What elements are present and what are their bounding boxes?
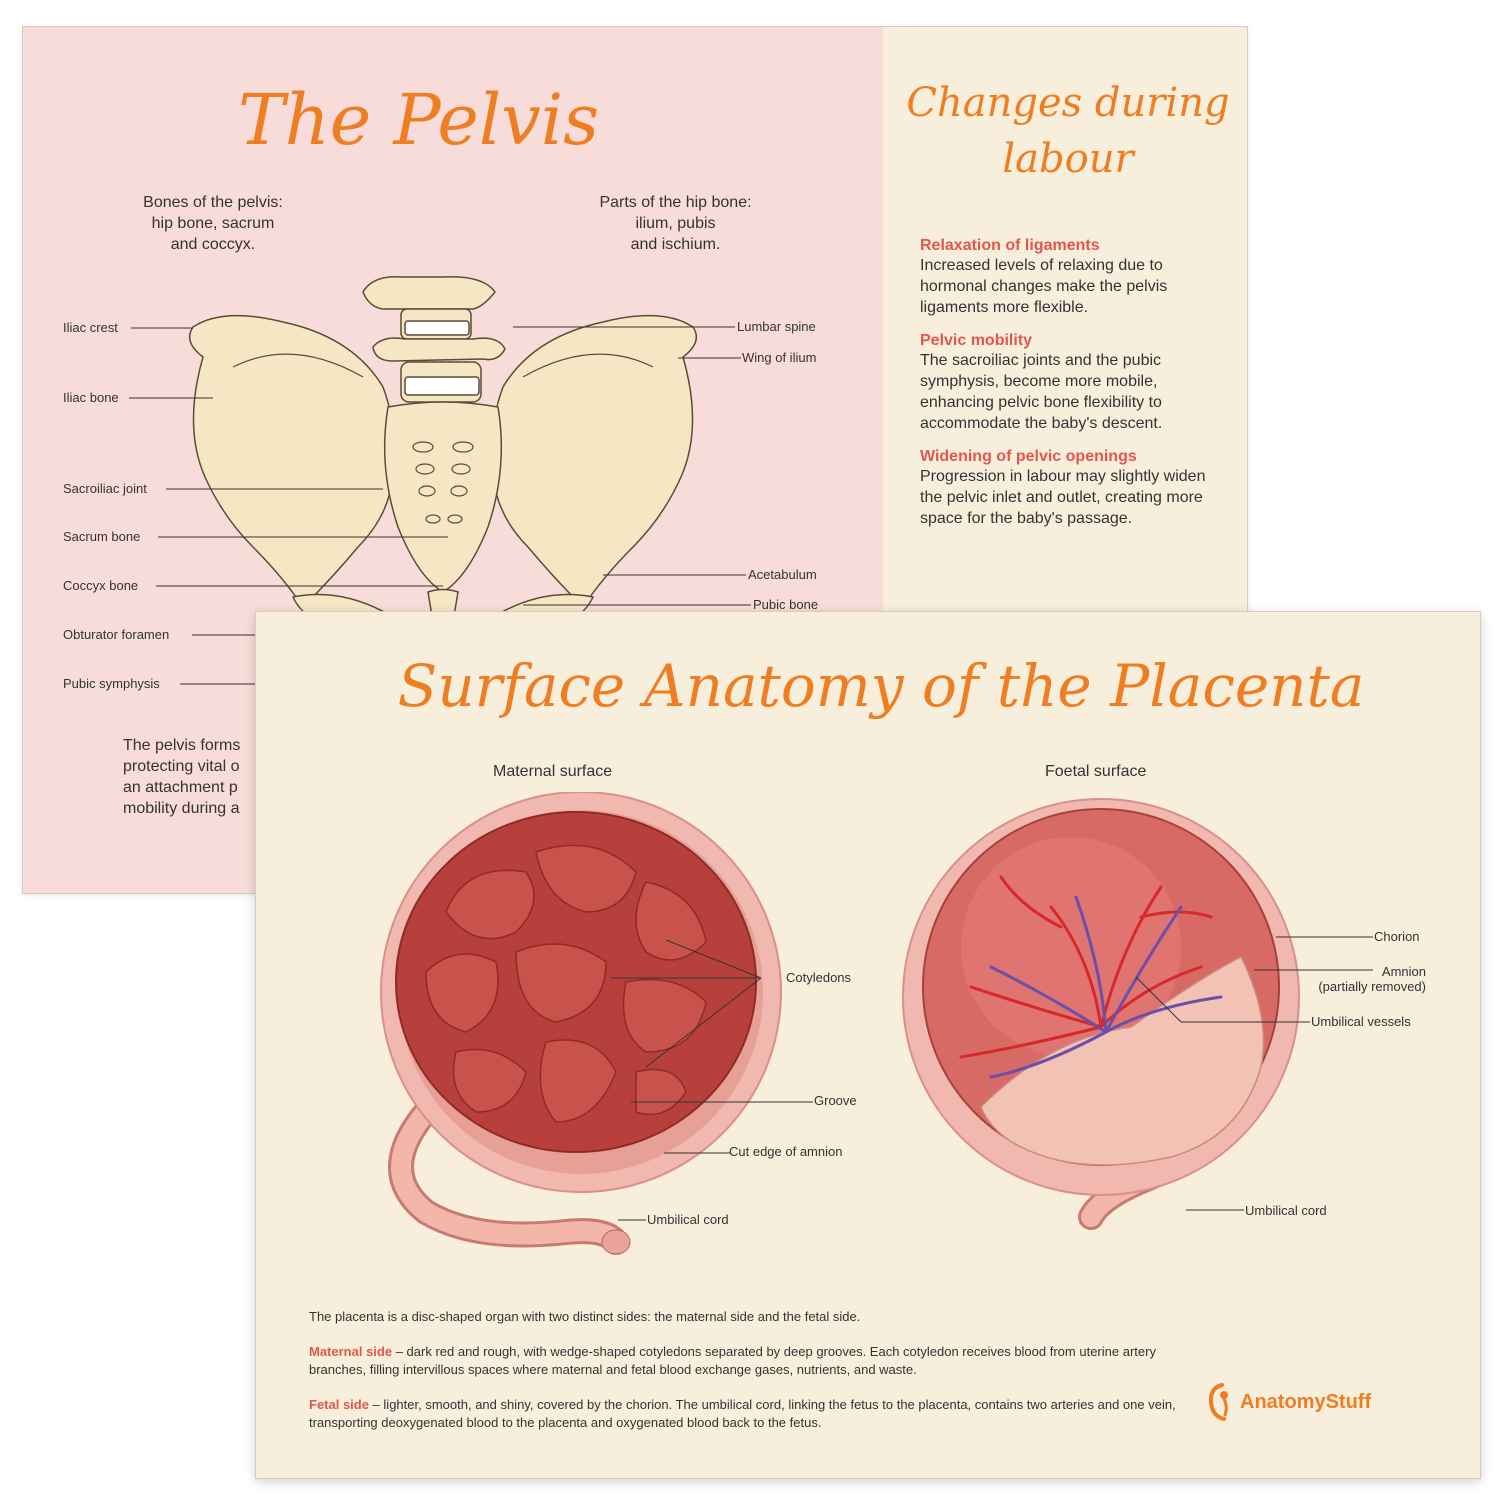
label-umbilical-vessels: Umbilical vessels	[1311, 1014, 1411, 1029]
label-cotyledons: Cotyledons	[786, 970, 852, 985]
pelvis-illustration	[188, 276, 698, 647]
section-body: The sacroiliac joints and the pubic symp…	[920, 352, 1163, 432]
maternal-side-term: Maternal side	[309, 1344, 393, 1359]
labour-section: Pelvic mobility The sacroiliac joints an…	[920, 332, 1220, 434]
hip-parts-heading: Parts of the hip bone: ilium, pubis and …	[599, 194, 752, 253]
brand-logo: AnatomyStuff	[1206, 1382, 1371, 1422]
label-cut-edge-of-amnion: Cut edge of amnion	[729, 1144, 843, 1159]
labour-section: Relaxation of ligaments Increased levels…	[920, 237, 1220, 318]
label-pubic-symphysis: Pubic symphysis	[63, 676, 160, 691]
labour-title: Changes during labour	[906, 80, 1230, 182]
pelvis-intro-text: The pelvis forms protecting vital o an a…	[123, 737, 241, 817]
placenta-leader-lines	[611, 936, 1373, 1221]
label-wing-of-ilium: Wing of ilium	[742, 350, 817, 365]
section-title: Widening of pelvic openings	[920, 448, 1137, 465]
fetal-side-term: Fetal side	[309, 1397, 369, 1412]
label-chorion: Chorion	[1374, 929, 1420, 944]
maternal-placenta-illustration	[380, 792, 782, 1255]
maternal-heading: Maternal surface	[493, 763, 613, 780]
label-sacroiliac-joint: Sacroiliac joint	[63, 481, 147, 496]
labour-section: Widening of pelvic openings Progression …	[920, 448, 1220, 529]
label-obturator-foramen: Obturator foramen	[63, 627, 170, 642]
label-groove: Groove	[814, 1093, 857, 1108]
anatomystuff-logo-icon	[1208, 1383, 1228, 1421]
label-foetal-umbilical-cord: Umbilical cord	[1245, 1203, 1327, 1218]
label-iliac-bone: Iliac bone	[63, 390, 119, 405]
section-body: Progression in labour may slightly widen…	[920, 468, 1206, 527]
fetal-description: Fetal side – lighter, smooth, and shiny,…	[309, 1396, 1179, 1432]
foetal-heading: Foetal surface	[1045, 763, 1147, 780]
pelvis-leader-lines	[129, 326, 751, 685]
label-pubic-bone: Pubic bone	[753, 597, 819, 612]
placenta-intro: The placenta is a disc-shaped organ with…	[309, 1309, 861, 1324]
label-coccyx-bone: Coccyx bone	[63, 578, 139, 593]
label-iliac-crest: Iliac crest	[63, 320, 118, 335]
fetal-side-text: – lighter, smooth, and shiny, covered by…	[309, 1397, 1176, 1430]
placenta-title: Surface Anatomy of the Placenta	[397, 652, 1365, 720]
maternal-side-text: – dark red and rough, with wedge-shaped …	[309, 1344, 1156, 1377]
bones-heading: Bones of the pelvis: hip bone, sacrum an…	[143, 194, 283, 253]
foetal-placenta-illustration	[902, 798, 1300, 1230]
section-title: Pelvic mobility	[920, 332, 1033, 349]
label-acetabulum: Acetabulum	[748, 567, 817, 582]
placenta-poster: Surface Anatomy of the Placenta Maternal…	[255, 611, 1481, 1479]
section-title: Relaxation of ligaments	[920, 237, 1100, 254]
brand-name: AnatomyStuff	[1240, 1390, 1372, 1413]
pelvis-title: The Pelvis	[238, 79, 600, 161]
label-maternal-umbilical-cord: Umbilical cord	[647, 1212, 729, 1227]
labour-sections: Relaxation of ligaments Increased levels…	[920, 237, 1220, 543]
label-sacrum-bone: Sacrum bone	[63, 529, 141, 544]
section-body: Increased levels of relaxing due to horm…	[920, 257, 1168, 316]
label-amnion: Amnion (partially removed)	[1318, 964, 1426, 994]
label-lumbar-spine: Lumbar spine	[737, 319, 816, 334]
maternal-description: Maternal side – dark red and rough, with…	[309, 1343, 1179, 1379]
